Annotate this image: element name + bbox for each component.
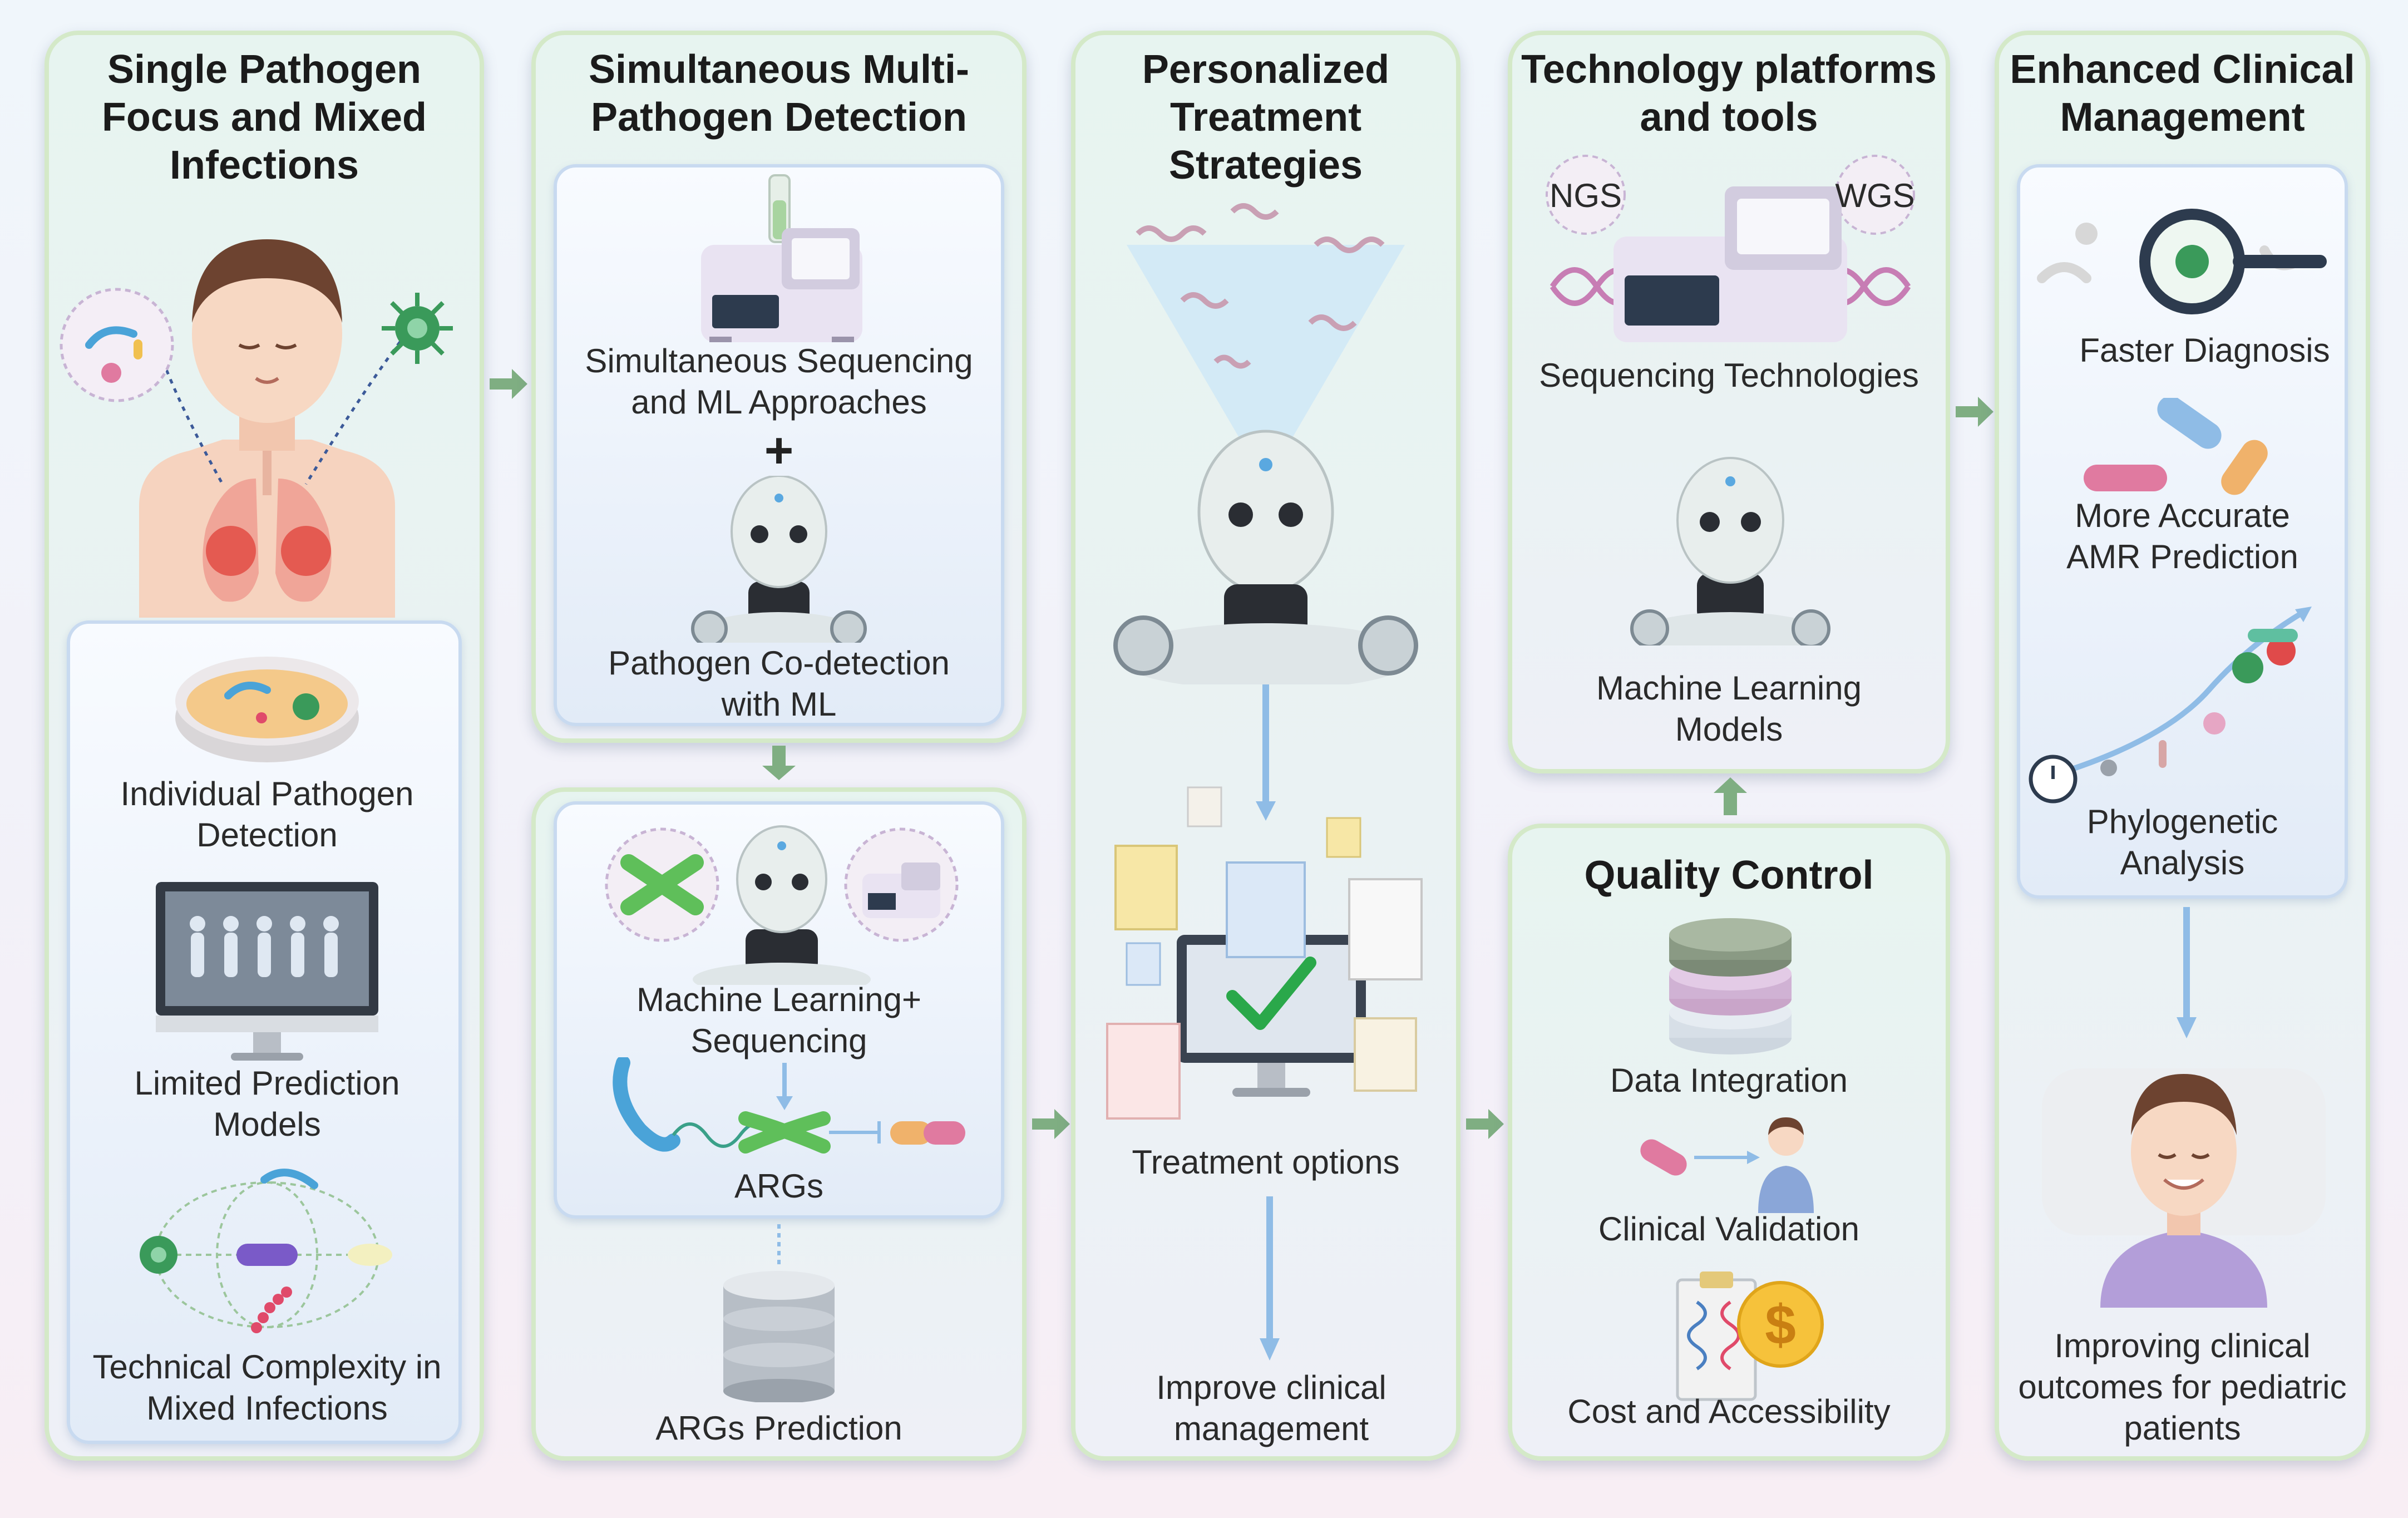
cost-clipboard-icon: $ [1676, 1271, 1824, 1401]
panel-technology-platforms [1508, 31, 1950, 773]
panel-quality-control-title: Quality Control [1584, 853, 1874, 898]
ngs-badge: NGS [1549, 177, 1622, 214]
arrow-right-icon [1466, 1109, 1504, 1139]
panel-technology-platforms-title: Technology platforms and tools [1521, 47, 1937, 140]
individual-pathogen-label: Individual Pathogen Detection [120, 775, 414, 854]
child-lungs-icon [60, 239, 453, 618]
ml-models-label: Machine Learning Models [1596, 669, 1862, 748]
args-label: ARGs [734, 1167, 824, 1205]
flow-arrow-icon [1256, 684, 1276, 821]
clinical-validation-label: Clinical Validation [1598, 1210, 1860, 1248]
args-mechanism-icon [613, 1057, 965, 1154]
pathogen-codetection-label: Pathogen Co-detection with ML [608, 644, 950, 723]
sleeping-child-icon [2042, 1068, 2326, 1308]
clinical-validation-icon [1640, 1117, 1814, 1213]
arrow-right-icon [1956, 397, 1993, 427]
arrow-down-icon [762, 746, 796, 780]
panel-enhanced-clinical-title: Enhanced Clinical Management [2010, 47, 2355, 140]
monitor-figures-icon [156, 882, 378, 1061]
cost-accessibility-label: Cost and Accessibility [1567, 1393, 1891, 1430]
flow-arrow-icon [1260, 1196, 1280, 1361]
documents-monitor-check-icon [1106, 786, 1423, 1120]
robot-icon [691, 476, 867, 643]
petri-dish-icon [175, 657, 359, 762]
simultaneous-sequencing-label: Simultaneous Sequencing and ML Approache… [585, 342, 973, 421]
mixed-pathogens-icon [140, 1169, 392, 1333]
robot-icon [1630, 457, 1830, 645]
args-prediction-label: ARGs Prediction [655, 1409, 902, 1447]
technical-complexity-label: Technical Complexity in Mixed Infections [92, 1348, 442, 1427]
data-disks-icon [1669, 918, 1792, 1054]
flow-arrow-icon [2177, 907, 2197, 1038]
plus-sign: + [764, 423, 794, 479]
magnifier-icon [2037, 209, 2327, 314]
treatment-options-label: Treatment options [1132, 1144, 1400, 1181]
ml-sequencing-icon [605, 825, 959, 985]
svg-text:$: $ [1765, 1294, 1796, 1356]
arrow-right-icon [1032, 1109, 1070, 1139]
phylogenetic-analysis-label: Phylogenetic Analysis [2086, 803, 2278, 881]
limited-prediction-label: Limited Prediction Models [134, 1064, 400, 1143]
dna-beam-robot-icon [1113, 203, 1418, 684]
arrow-up-icon [1714, 777, 1747, 815]
pills-icon [2084, 398, 2268, 495]
phylogeny-curve-icon [2029, 607, 2312, 804]
ngs-wgs-sequencer-icon [1546, 155, 1915, 342]
wgs-badge: WGS [1835, 177, 1915, 214]
panel-personalized-treatment-title: Personalized Treatment Strategies [1142, 47, 1390, 188]
amr-prediction-label: More Accurate AMR Prediction [2066, 497, 2298, 575]
faster-diagnosis-label: Faster Diagnosis [2079, 332, 2330, 369]
panel-multi-pathogen-title: Simultaneous Multi- Pathogen Detection [589, 47, 969, 140]
database-icon [723, 1224, 835, 1402]
improving-outcomes-label: Improving clinical outcomes for pediatri… [2018, 1327, 2347, 1447]
arrow-right-icon [490, 369, 527, 399]
data-integration-label: Data Integration [1610, 1062, 1848, 1099]
sequencing-technologies-label: Sequencing Technologies [1539, 357, 1919, 394]
improve-clinical-label: Improve clinical management [1156, 1369, 1386, 1447]
sequencer-icon [701, 174, 862, 342]
panel-single-pathogen-title: Single Pathogen Focus and Mixed Infectio… [101, 47, 427, 188]
ml-sequencing-label: Machine Learning+ Sequencing [636, 981, 922, 1059]
